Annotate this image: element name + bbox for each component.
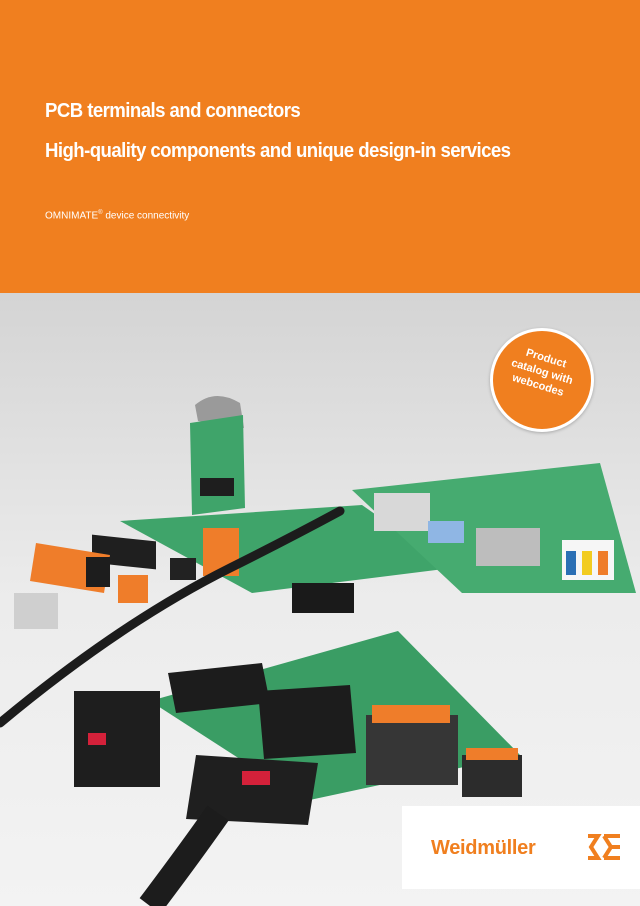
- vertical-pcb: [190, 395, 245, 515]
- brand-logo: Weidmüller: [402, 806, 640, 889]
- orange-header-band: PCB terminals and connectors High-qualit…: [0, 0, 640, 293]
- left-pcb-board: [120, 505, 452, 593]
- badge-text: Product catalog with webcodes: [489, 338, 595, 407]
- loose-connectors-bottom: [74, 691, 318, 906]
- brand-symbol-icon: [588, 834, 620, 860]
- product-line-brand: OMNIMATE: [45, 210, 99, 222]
- front-board-connectors: [168, 663, 522, 797]
- black-cable: [0, 506, 345, 728]
- product-line-suffix: device connectivity: [102, 210, 190, 222]
- registered-mark: ®: [98, 210, 103, 216]
- product-line-label: OMNIMATE® device connectivity: [45, 210, 189, 221]
- right-board-connectors: [374, 493, 614, 580]
- catalog-badge: Product catalog with webcodes: [490, 328, 594, 432]
- catalog-subtitle: High-quality components and unique desig…: [45, 140, 511, 162]
- brand-wordmark: Weidmüller: [431, 837, 536, 859]
- catalog-title: PCB terminals and connectors: [45, 100, 301, 122]
- loose-connectors-left: [14, 543, 148, 629]
